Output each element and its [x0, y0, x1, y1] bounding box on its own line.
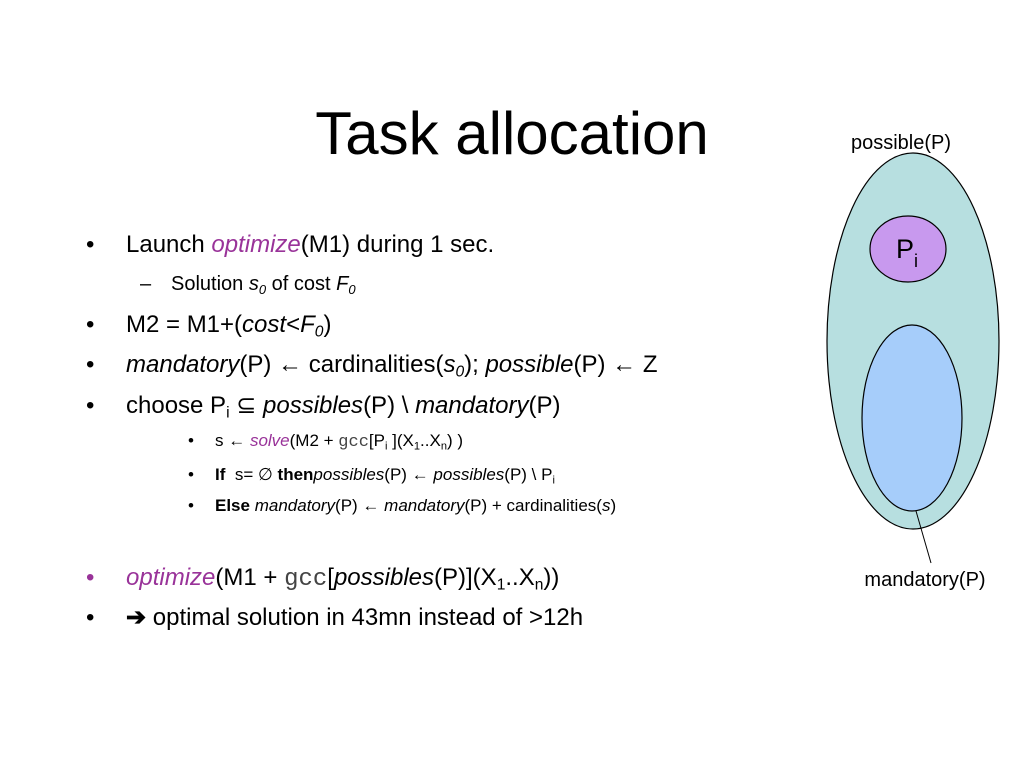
bullet-text: Else mandatory(P) ← mandatory(P) + cardi…	[215, 496, 617, 515]
bullet-marker: •	[86, 392, 95, 419]
bullet-marker: •	[188, 431, 194, 450]
slide-title: Task allocation	[315, 100, 709, 167]
bullet-text: M2 = M1+(cost<F0)	[126, 311, 332, 341]
bullet-text: Launch optimize(M1) during 1 sec.	[126, 231, 495, 258]
pi-circle	[869, 215, 947, 283]
mandatory-set-label: mandatory(P)	[864, 569, 985, 591]
bullet-marker: •	[86, 564, 95, 591]
bullet-marker: –	[140, 273, 152, 295]
bullet-text: s ← solve(M2 + gcc[Pi ](X1..Xn) )	[215, 431, 464, 453]
bullet-marker: •	[86, 351, 95, 378]
possible-set-label: possible(P)	[851, 132, 951, 154]
bullet-text: Solution s0 of cost F0	[171, 273, 356, 297]
bullet-text: ➔ optimal solution in 43mn instead of >1…	[126, 604, 584, 631]
bullet-marker: •	[86, 311, 95, 338]
bullet-marker: •	[86, 231, 95, 258]
bullet-text: optimize(M1 + gcc[possibles(P)](X1..Xn))	[126, 564, 560, 594]
bullet-text: choose Pi ⊆ possibles(P) \ mandatory(P)	[126, 392, 561, 422]
bullet-text: mandatory(P) ← cardinalities(s0); possib…	[126, 351, 658, 381]
bullet-text: If s= ∅ thenpossibles(P) ← possibles(P) …	[215, 465, 555, 487]
mandatory-callout-line	[915, 510, 932, 564]
bullet-marker: •	[188, 465, 194, 484]
mandatory-set-ellipse	[861, 324, 963, 512]
bullet-marker: •	[86, 604, 95, 631]
bullet-marker: •	[188, 496, 194, 515]
pi-label: Pi	[896, 234, 918, 271]
arrow-right-icon: ➔	[126, 604, 147, 631]
